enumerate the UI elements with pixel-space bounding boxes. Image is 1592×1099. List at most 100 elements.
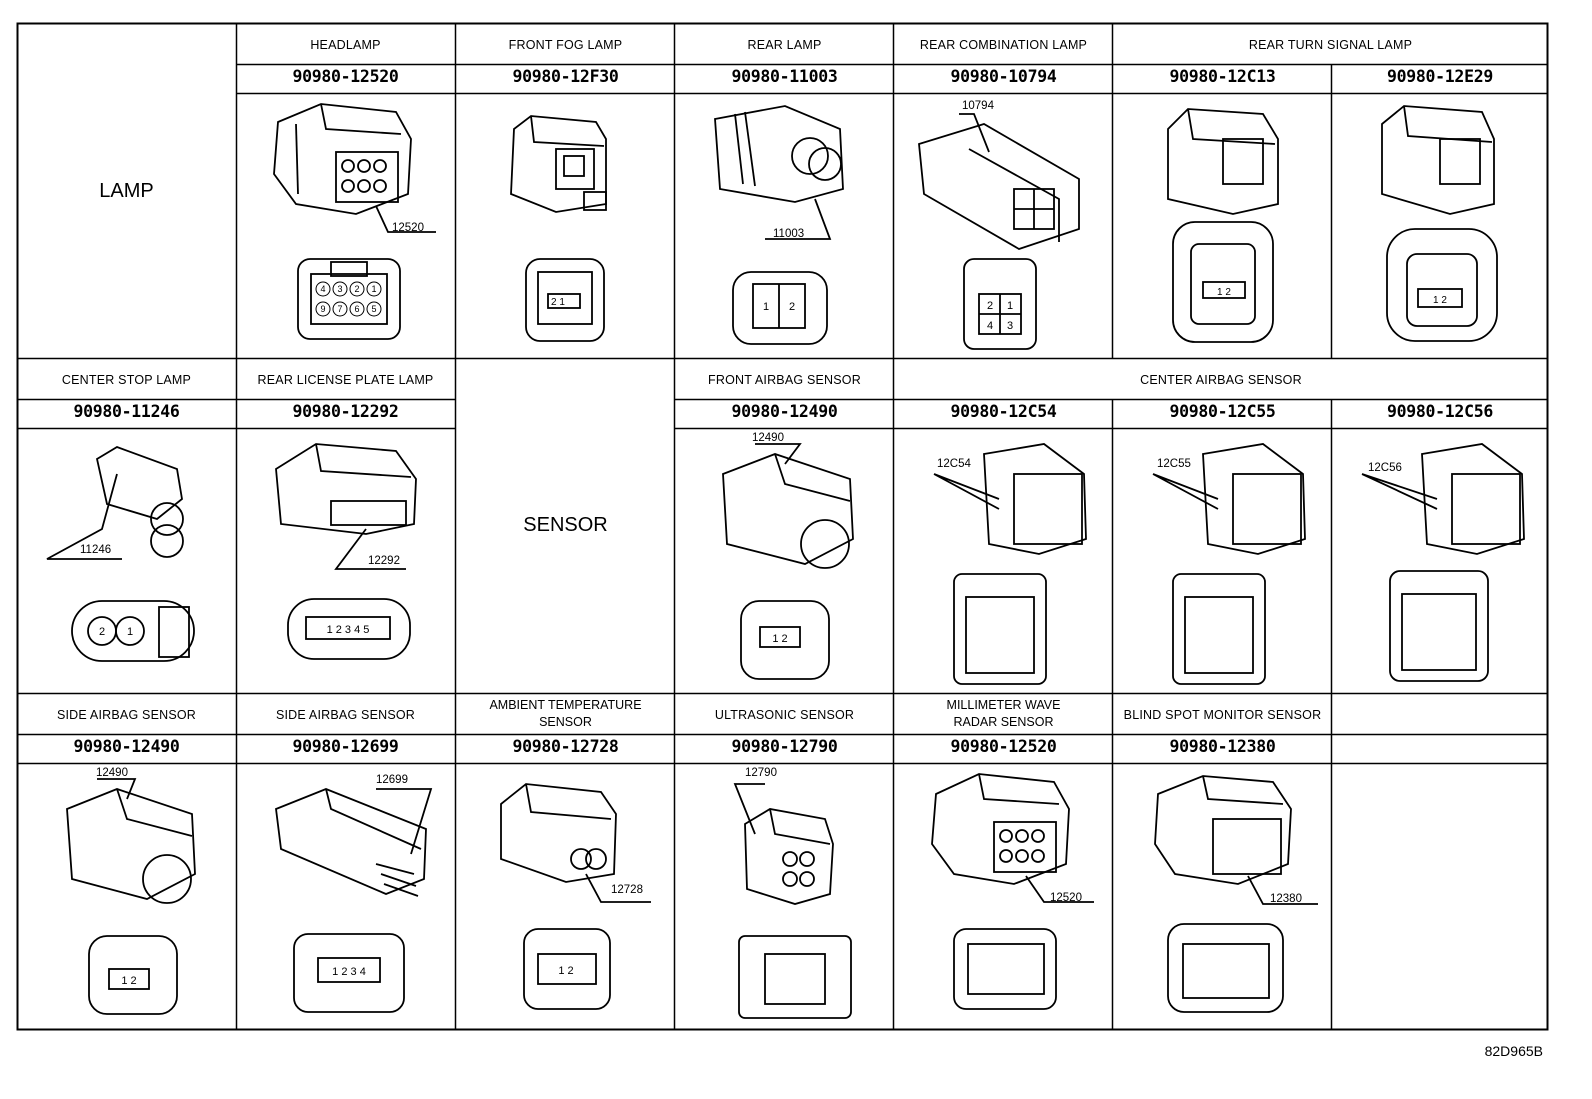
part-number: 90980-12490 [73, 737, 180, 756]
connector-figure-rear-turn-signal-lamp-2: 1 2 [1381, 105, 1498, 342]
connector-figure-headlamp: 4 3 2 1 9 7 6 5 [273, 103, 436, 340]
connector-figure-blind-spot-monitor-sensor [1154, 775, 1318, 1013]
pin-label: 1 [763, 301, 769, 313]
code-label: 12728 [611, 884, 643, 896]
part-number: 90980-12C54 [950, 402, 1057, 421]
label-ambient-temperature-sensor: AMBIENT TEMPERATURE SENSOR [489, 698, 642, 729]
code-label: 12699 [376, 774, 408, 786]
part-number: 90980-12F30 [512, 67, 619, 86]
part-number: 90980-12380 [1169, 737, 1276, 756]
label-front-airbag-sensor: FRONT AIRBAG SENSOR [708, 373, 861, 387]
code-label: 12490 [752, 432, 784, 444]
pin-label: 3 [1007, 320, 1013, 332]
label-center-stop-lamp: CENTER STOP LAMP [61, 373, 192, 387]
pin-label: 7 [337, 304, 342, 314]
pin-label: 1 2 3 4 [332, 966, 366, 978]
pin-label: 2 [354, 284, 359, 294]
pin-label: 1 [371, 284, 376, 294]
connector-figure-rear-lamp: 1 2 [714, 105, 844, 345]
pin-circle [315, 301, 331, 317]
pin-label: 4 [987, 320, 993, 332]
part-number: 90980-12520 [292, 67, 399, 86]
connector-figure-side-airbag-sensor-2: 1 2 3 4 [275, 788, 433, 1013]
code-label: 12790 [745, 767, 777, 779]
part-number: 90980-12C13 [1169, 67, 1276, 86]
pin-label: 5 [371, 304, 376, 314]
code-label: 12292 [368, 555, 400, 567]
connector-figure-front-fog-lamp: 2 1 [510, 115, 607, 342]
pin-label: 1 2 [121, 975, 136, 987]
code-label: 12520 [1050, 892, 1082, 904]
label-side-airbag-sensor-2: SIDE AIRBAG SENSOR [275, 708, 416, 722]
pin-label: 1 [127, 626, 133, 638]
part-number: 90980-12E29 [1387, 67, 1493, 86]
connector-figure-center-stop-lamp: 2 1 [46, 446, 195, 662]
code-label: 11246 [80, 544, 112, 556]
pin-circle [315, 281, 331, 297]
label-rear-turn-signal-lamp: REAR TURN SIGNAL LAMP [1248, 38, 1413, 52]
pin-label: 2 [987, 300, 993, 312]
label-millimeter-wave-radar-sensor: MILLIMETER WAVE RADAR SENSOR [946, 698, 1061, 729]
connector-figure-rear-combination-lamp: 2 1 4 3 [918, 113, 1080, 350]
diagram-reference-code: 82D965B [1484, 1043, 1543, 1059]
part-number: 90980-12520 [950, 737, 1057, 756]
pin-label: 1 2 [558, 965, 573, 977]
pin-label: 6 [354, 304, 359, 314]
part-number: 90980-12728 [512, 737, 619, 756]
pin-circle [366, 281, 382, 297]
part-number: 90980-12490 [731, 402, 838, 421]
label-rear-combination-lamp: REAR COMBINATION LAMP [919, 38, 1088, 52]
connector-figure-center-airbag-sensor [933, 443, 1087, 685]
part-number: 90980-12292 [292, 402, 399, 421]
connector-figure-front-airbag-sensor: 1 2 [722, 443, 854, 680]
label-headlamp: HEADLAMP [310, 38, 381, 52]
pin-circle [366, 301, 382, 317]
code-label: 12C56 [1368, 462, 1402, 474]
part-number: 90980-11246 [73, 402, 180, 421]
label-rear-license-plate-lamp: REAR LICENSE PLATE LAMP [257, 373, 434, 387]
code-label: 12490 [96, 767, 128, 779]
pin-label: 1 [1007, 300, 1013, 312]
pin-circle [332, 301, 348, 317]
part-number: 90980-10794 [950, 67, 1057, 86]
connector-table-grid [16, 22, 1549, 1031]
pin-label: 1 2 [1217, 287, 1231, 298]
section-title-sensor: SENSOR [523, 514, 608, 536]
part-number: 90980-12699 [292, 737, 399, 756]
part-number: 90980-12790 [731, 737, 838, 756]
code-label: 12520 [392, 222, 424, 234]
pin-circle [332, 281, 348, 297]
label-side-airbag-sensor: SIDE AIRBAG SENSOR [56, 708, 197, 722]
headlamp-pin-grid: 4 3 2 1 9 7 6 5 [315, 281, 382, 317]
connector-figure-ultrasonic-sensor [733, 783, 852, 1019]
label-center-airbag-sensor: CENTER AIRBAG SENSOR [1140, 373, 1302, 387]
pin-label: 2 1 [551, 297, 565, 308]
pin-label: 4 [320, 284, 325, 294]
connector-figure-millimeter-wave-radar-sensor [931, 773, 1094, 1010]
pin-label: 1 2 [772, 633, 787, 645]
connector-figure-rear-turn-signal-lamp: 1 2 [1167, 108, 1279, 343]
pin-label: 1 2 [1433, 295, 1447, 306]
code-label: 12C54 [937, 458, 971, 470]
connector-figure-center-airbag-sensor-2 [1152, 443, 1306, 685]
part-number: 90980-11003 [731, 67, 838, 86]
pin-label: 9 [320, 304, 325, 314]
label-blind-spot-monitor-sensor: BLIND SPOT MONITOR SENSOR [1123, 708, 1322, 722]
connector-figure-ambient-temperature-sensor: 1 2 [500, 783, 651, 1010]
part-number: 90980-12C55 [1169, 402, 1276, 421]
code-label: 10794 [962, 100, 994, 112]
part-number: 90980-12C56 [1387, 402, 1493, 421]
connector-figure-center-airbag-sensor-3 [1361, 443, 1525, 682]
section-title-lamp: LAMP [99, 180, 154, 202]
code-label: 12380 [1270, 893, 1302, 905]
connector-figure-rear-license-plate-lamp: 1 2 3 4 5 [275, 443, 417, 660]
pin-circle [349, 301, 365, 317]
label-ultrasonic-sensor: ULTRASONIC SENSOR [714, 708, 855, 722]
pin-circle [349, 281, 365, 297]
label-front-fog-lamp: FRONT FOG LAMP [508, 38, 623, 52]
label-rear-lamp: REAR LAMP [747, 38, 822, 52]
pin-label: 2 [99, 626, 105, 638]
code-label: 11003 [773, 228, 805, 240]
pin-label: 2 [789, 301, 795, 313]
pin-label: 3 [337, 284, 342, 294]
